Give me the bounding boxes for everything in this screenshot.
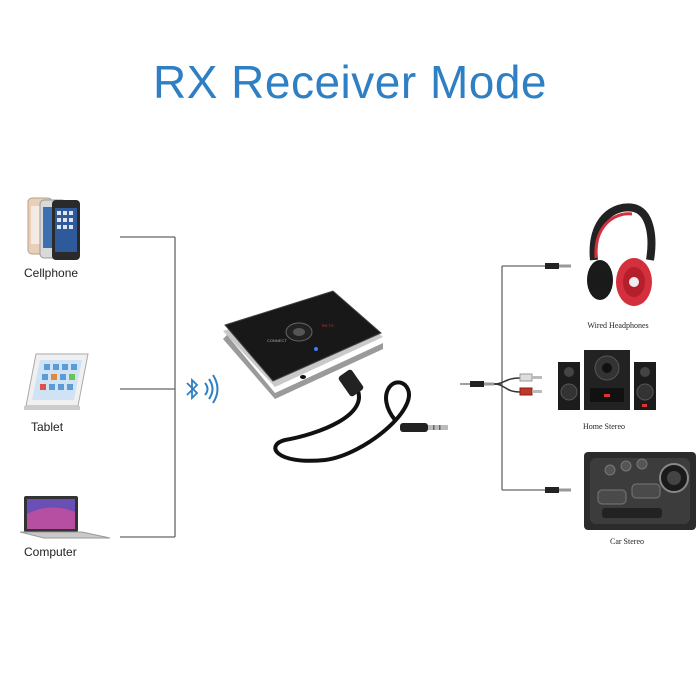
tablet-icon (24, 353, 89, 410)
car-stereo-label: Car Stereo (610, 537, 644, 546)
tablet-label: Tablet (31, 420, 64, 434)
plug-car (545, 487, 571, 493)
svg-text:CONNECT: CONNECT (267, 338, 287, 343)
svg-text:RX TX: RX TX (322, 323, 334, 328)
laptop-icon (20, 496, 111, 539)
speaker-system-icon (558, 350, 656, 410)
plug-headphones (545, 263, 571, 269)
smartphone-icon (27, 197, 80, 260)
cellphone-label: Cellphone (24, 266, 79, 280)
headphones-label: Wired Headphones (587, 321, 649, 330)
home-stereo-label: Home Stereo (583, 422, 625, 431)
page-title: RX Receiver Mode (152, 56, 548, 108)
computer-label: Computer (24, 545, 77, 559)
bluetooth-signal-icon (186, 374, 219, 404)
headphones-icon (587, 203, 656, 306)
car-stereo-icon (584, 452, 696, 530)
bluetooth-receiver-icon: CONNECT RX TX (223, 290, 448, 463)
plug-rca (470, 373, 542, 396)
